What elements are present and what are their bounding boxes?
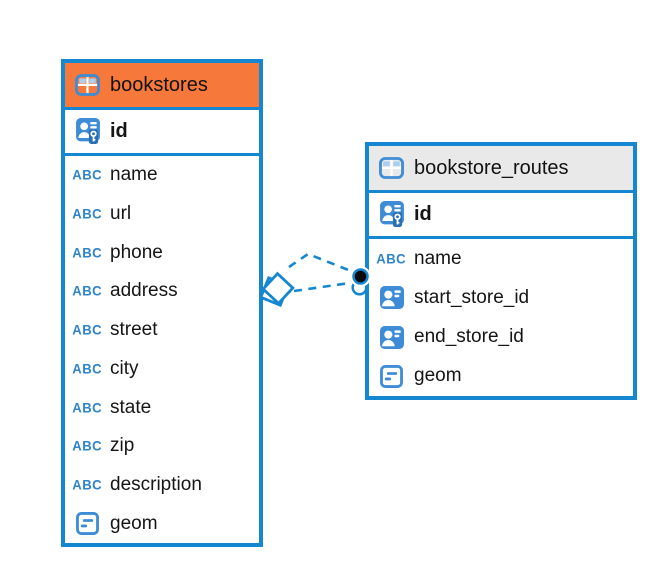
fk-relationship-line-0[interactable] <box>288 252 352 273</box>
column-name: geom <box>414 365 462 387</box>
geometry-icon <box>74 510 101 537</box>
table-icon <box>74 72 101 99</box>
column-name: id <box>110 120 128 142</box>
column-row-name[interactable]: ABC name <box>369 239 633 279</box>
column-row-zip[interactable]: ABC zip <box>65 426 259 466</box>
relationship-diamond-marker-front <box>261 271 295 306</box>
column-row-url[interactable]: ABC url <box>65 194 259 234</box>
column-row-id[interactable]: id <box>369 193 633 239</box>
column-row-description[interactable]: ABC description <box>65 465 259 505</box>
text-icon: ABC <box>72 322 103 338</box>
column-name: description <box>110 473 202 495</box>
column-name: start_store_id <box>414 286 530 308</box>
column-name: state <box>110 396 152 418</box>
column-name: name <box>414 247 462 269</box>
table-title: bookstore_routes <box>414 156 569 179</box>
table-header[interactable]: bookstore_routes <box>369 146 633 193</box>
column-name: url <box>110 203 132 225</box>
column-row-name[interactable]: ABC name <box>65 156 259 195</box>
text-icon: ABC <box>72 399 103 416</box>
column-row-id[interactable]: id <box>65 110 259 156</box>
foreign-id-icon <box>378 284 405 311</box>
table-title: bookstores <box>110 73 208 96</box>
fk-relationship-line-1[interactable] <box>293 281 351 293</box>
column-row-address[interactable]: ABC address <box>65 272 259 311</box>
column-name: geom <box>110 512 158 534</box>
primary-key-icon <box>74 118 101 145</box>
column-name: end_store_id <box>414 326 524 348</box>
column-row-street[interactable]: ABC street <box>65 310 259 350</box>
column-name: address <box>110 280 178 302</box>
text-icon: ABC <box>72 438 103 454</box>
column-row-phone[interactable]: ABC phone <box>65 233 259 273</box>
column-row-end_store_id[interactable]: end_store_id <box>369 317 633 357</box>
column-name: id <box>414 203 432 225</box>
column-name: phone <box>110 241 163 263</box>
relationship-diamond-marker-back <box>259 276 290 307</box>
column-name: street <box>110 319 158 341</box>
text-icon: ABC <box>376 250 407 267</box>
column-name: name <box>110 164 158 186</box>
column-row-start_store_id[interactable]: start_store_id <box>369 278 633 318</box>
text-icon: ABC <box>72 206 103 222</box>
foreign-id-icon <box>378 324 405 351</box>
table-header[interactable]: bookstores <box>65 63 259 110</box>
text-icon: ABC <box>72 245 103 261</box>
text-icon: ABC <box>72 283 103 300</box>
primary-key-icon <box>378 201 405 228</box>
text-icon: ABC <box>72 477 103 493</box>
column-row-geom[interactable]: geom <box>65 504 259 544</box>
column-name: city <box>110 357 139 379</box>
geometry-icon <box>378 363 405 390</box>
column-name: zip <box>110 435 135 457</box>
text-icon: ABC <box>72 361 103 377</box>
table-icon <box>378 155 405 182</box>
column-row-city[interactable]: ABC city <box>65 349 259 389</box>
column-row-state[interactable]: ABC state <box>65 388 259 427</box>
text-icon: ABC <box>72 167 103 184</box>
column-row-geom[interactable]: geom <box>369 356 633 396</box>
